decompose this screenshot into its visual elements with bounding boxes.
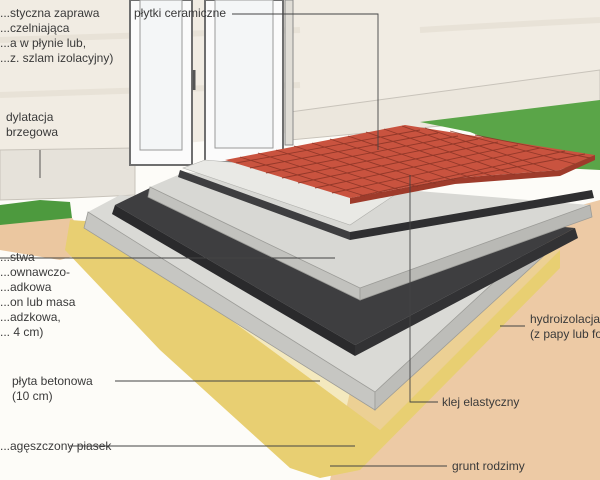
mortar-layer-side [350,190,594,240]
label-leveling-screed: ...stwa ...ownawczo- ...adkowa ...on lub… [0,250,75,340]
mortar-layer-front [178,170,350,240]
label-line: brzegowa [6,125,59,139]
leader-adhesive [409,175,438,403]
label-edge-dilatation: dylatacja brzegowa [6,110,58,140]
label-waterproof-mortar: ...styczna zaprawa ...czelniająca ...a w… [0,6,113,66]
label-line: ...adkowa [0,280,52,294]
label-line: ...adzkowa, [0,310,61,324]
grass-left [0,200,72,225]
leader-lines [0,13,525,467]
label-compacted-sand: ...agęszczony piasek [0,439,112,453]
label-native-soil: grunt rodzimy [452,459,525,473]
screed-side [359,204,593,301]
tiles-edge [350,155,595,204]
wall-plinth-left [0,147,136,201]
label-line: ...stwa [0,250,35,264]
label-waterproofing: hydroizolacja (z papy lub fo... [530,312,600,342]
label-line: ...styczna zaprawa [0,6,100,20]
label-ceramic-tiles: płytki ceramiczne [134,6,227,20]
label-line: hydroizolacja [530,312,600,326]
label-line: ...on lub masa [0,295,76,309]
leader-tiles [232,13,379,150]
tile-grout [235,125,591,197]
label-line: ...czelniająca [0,21,70,35]
label-line: ...ownawczo- [0,265,71,279]
label-concrete-slab: płyta betonowa (10 cm) [12,374,93,404]
label-line: płyta betonowa [12,374,93,388]
label-line: (10 cm) [12,389,53,403]
waterproofing-front [112,205,355,356]
label-line: ...a w płynie lub, [0,36,87,50]
label-line: ... 4 cm) [0,325,44,339]
ceramic-tiles [225,125,595,198]
waterproofing-side [355,228,578,356]
label-flexible-adhesive: klej elastyczny [442,395,520,409]
label-line: dylatacja [6,110,54,124]
label-line: (z papy lub fo... [530,327,600,341]
label-line: ...z. szlam izolacyjny) [0,51,114,65]
window-door [129,0,294,166]
